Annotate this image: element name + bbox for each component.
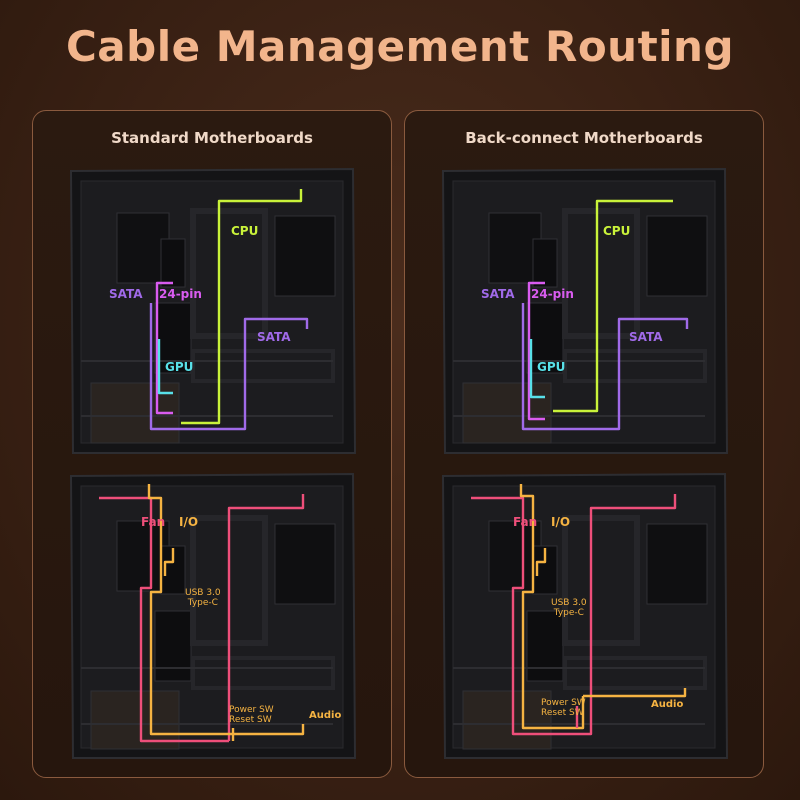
io-label: I/O <box>551 515 571 529</box>
usb-label-line2: Type-C <box>553 608 584 619</box>
reset-sw-label: Reset SW <box>541 708 584 719</box>
gpu-label: GPU <box>537 360 566 374</box>
usb-cable <box>535 548 547 576</box>
fan-cable <box>99 496 229 743</box>
audio-cable <box>583 688 687 698</box>
reset-sw-label: Reset SW <box>229 715 272 726</box>
usb-cable <box>163 548 175 576</box>
gpu-cable <box>529 339 545 399</box>
cpu-label: CPU <box>231 224 259 238</box>
fan-label: Fan <box>513 515 538 529</box>
page-title: Cable Management Routing <box>65 22 735 71</box>
case-back-illustration <box>441 472 729 759</box>
fan-cable <box>471 494 677 736</box>
fan-label: Fan <box>141 515 166 529</box>
cpu-cable <box>181 189 303 425</box>
power-sw-label: Power SW <box>541 698 586 708</box>
case-body <box>69 167 357 454</box>
case-back-illustration <box>69 472 357 759</box>
usb-label-line1: USB 3.0 <box>551 598 587 608</box>
usb-label-line1: USB 3.0 <box>185 588 221 598</box>
sata-cable <box>521 303 689 431</box>
usb-label-line2: Type-C <box>187 598 218 609</box>
cable-paths <box>471 484 687 736</box>
cable-paths <box>521 199 689 431</box>
cpu-label: CPU <box>603 224 631 238</box>
cpu-cable <box>553 199 673 413</box>
sata-cable <box>149 303 309 431</box>
gpu-cable <box>157 339 173 395</box>
panel-back-connect-motherboards: Back-connect Motherboards <box>404 110 764 778</box>
gpu-label: GPU <box>165 360 194 374</box>
pin24-cable <box>155 281 173 415</box>
fan-cable-2 <box>227 494 305 741</box>
audio-label: Audio <box>309 710 342 721</box>
case-body <box>441 167 729 454</box>
panel-title: Standard Motherboards <box>111 129 313 147</box>
sata-label-right: SATA <box>629 330 663 344</box>
panel-title: Back-connect Motherboards <box>465 129 703 147</box>
pin24-label: 24-pin <box>531 287 574 301</box>
case-power-routing: CPU SATA 24-pin GPU SATA <box>405 161 765 459</box>
case-power-routing: CPU SATA 24-pin GPU SATA <box>33 161 393 459</box>
sata-label-right: SATA <box>257 330 291 344</box>
audio-label: Audio <box>651 699 684 710</box>
case-back-illustration <box>69 167 357 454</box>
pin24-cable <box>527 281 545 421</box>
io-label: I/O <box>179 515 199 529</box>
sata-label: SATA <box>481 287 515 301</box>
pin24-label: 24-pin <box>159 287 202 301</box>
sata-label: SATA <box>109 287 143 301</box>
io-cable <box>519 484 585 730</box>
cable-paths <box>149 189 309 431</box>
case-back-illustration <box>441 167 729 454</box>
io-cable <box>147 484 305 736</box>
power-sw-label: Power SW <box>229 705 274 715</box>
panel-standard-motherboards: Standard Motherboards <box>32 110 392 778</box>
cable-paths <box>99 484 305 743</box>
